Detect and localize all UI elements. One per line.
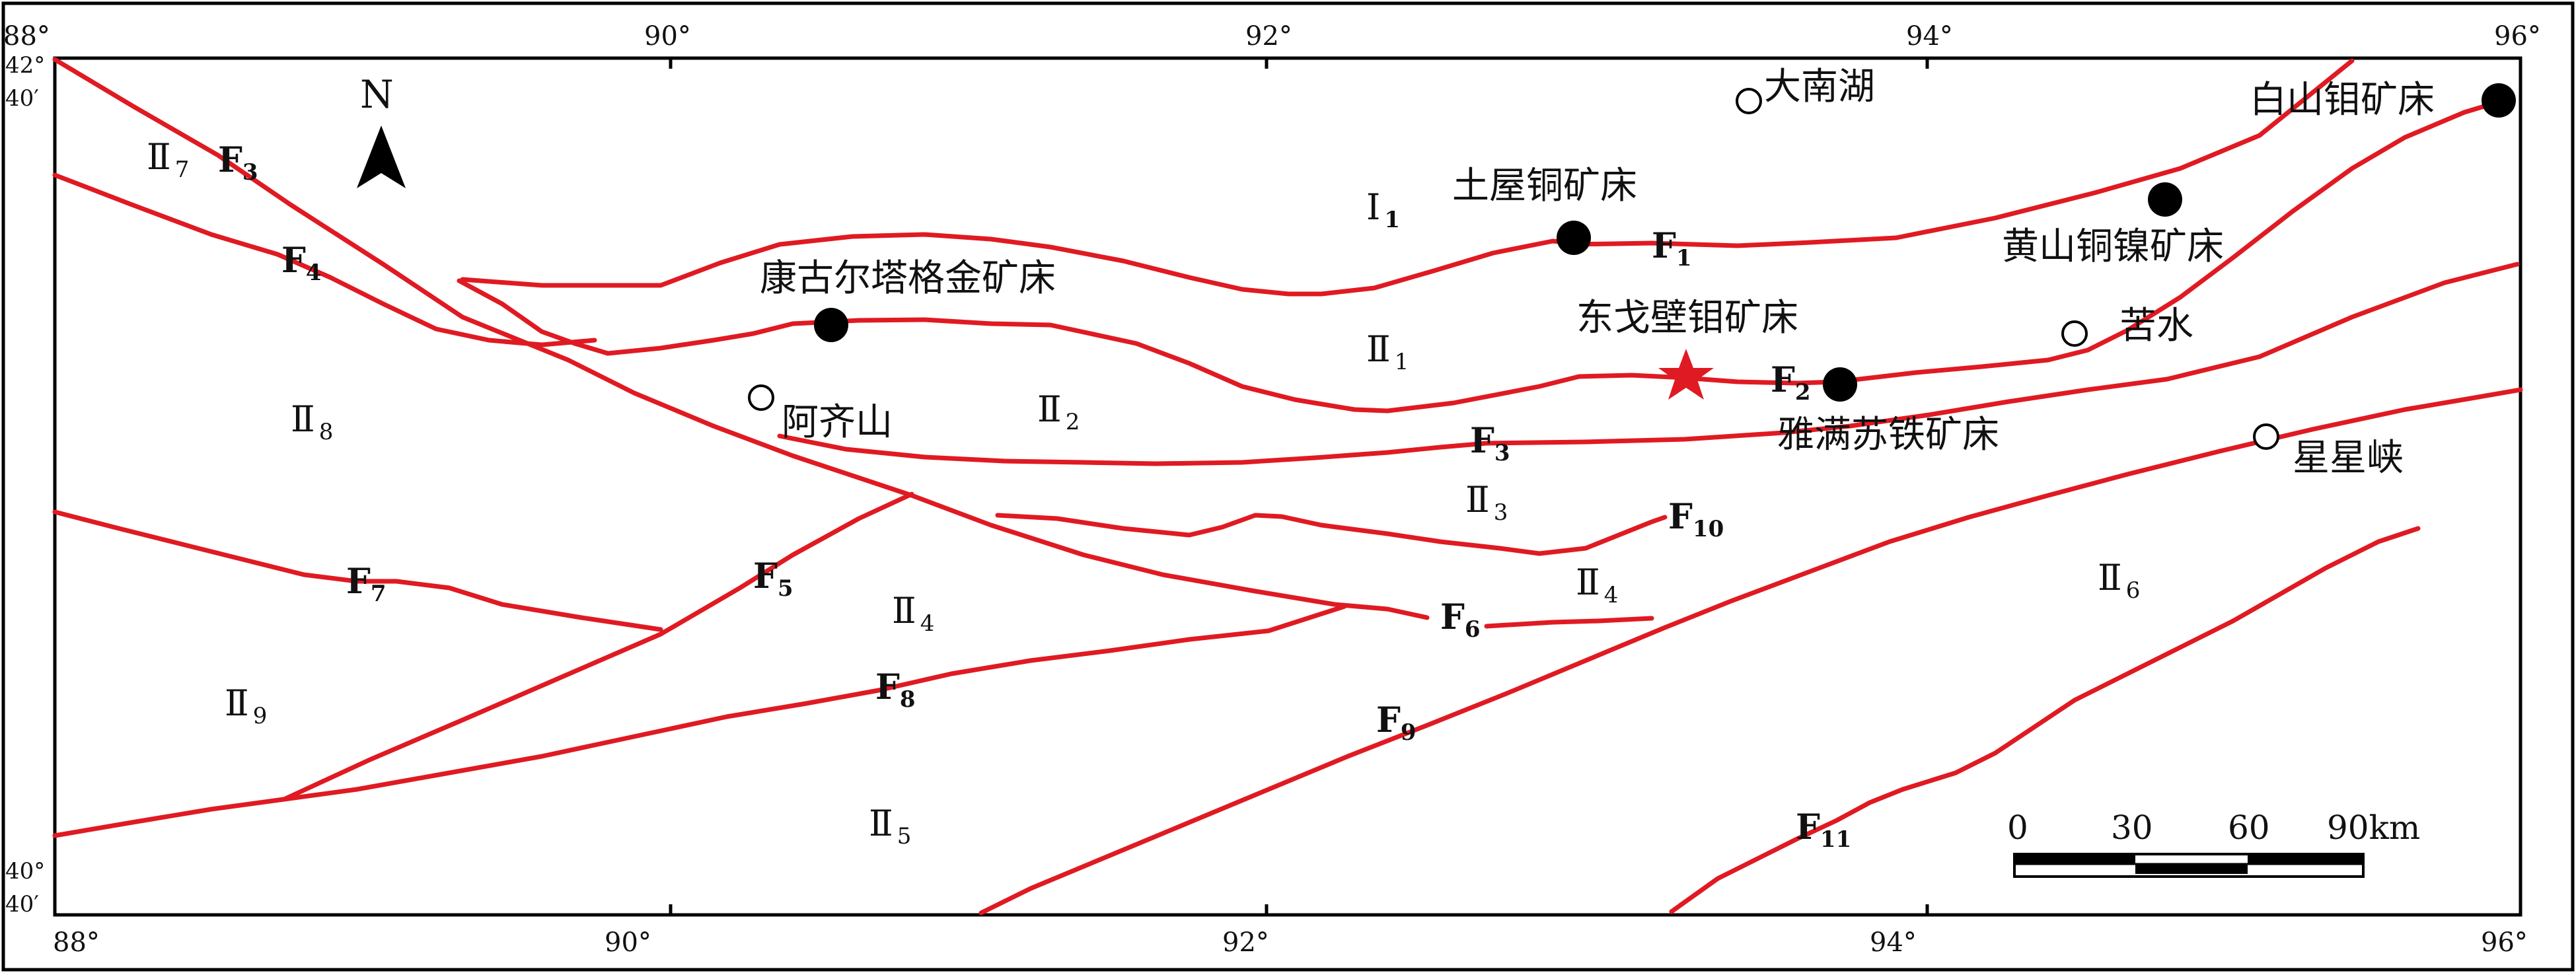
tick-marks [669,58,1929,915]
top-tick-88: 88° [3,21,50,52]
fault-line-f3-south [777,262,2520,466]
deposit-label-donggebi: 东戈壁钼矿床 [1576,297,1798,340]
fault-line-f6 [995,513,1668,556]
deposit-label-baishan: 白山钼矿床 [2250,79,2435,122]
fault-line-f4 [52,172,597,347]
north-arrow-label: N [360,72,394,117]
scale-label-60: 60 [2228,809,2270,847]
fault-label-f11: F11 [1796,807,1851,853]
fault-line-f3-diagonal [52,57,1430,620]
town-dot-xingxingxia [2253,423,2279,450]
town-dot-aqishan [748,384,774,411]
fault-line-f2 [457,98,2507,414]
fault-line-f11 [1669,526,2421,914]
star-icon [1658,349,1714,400]
fault-label-f10: F10 [1668,497,1724,542]
left-tick-40min-top: 40′ [5,85,39,112]
deposit-markers [814,83,2516,402]
left-tick-40: 40° [5,858,45,884]
bottom-tick-90: 90° [605,927,651,958]
fault-line-f9 [978,387,2523,916]
deposit-label-yamansu: 雅满苏铁矿床 [1777,414,1999,456]
scale-bar-seg-1 [2014,854,2135,864]
town-label-danan: 大南湖 [1764,65,1875,108]
town-label-kushui: 苦水 [2119,305,2193,347]
fault-label-f8: F8 [875,667,916,713]
bottom-tick-88: 88° [53,927,100,958]
bottom-tick-94: 94° [1870,927,1917,958]
fault-label-f5: F5 [753,556,793,602]
bottom-tick-92: 92° [1222,927,1269,958]
top-tick-96: 96° [2494,21,2541,52]
town-markers [748,88,2279,450]
fault-line-f6-east [1484,616,1654,629]
scale-label-30: 30 [2111,809,2153,847]
fault-label-f9: F9 [1376,700,1417,746]
top-tick-92: 92° [1245,21,1292,52]
town-label-aqishan: 阿齐山 [782,401,893,444]
fault-line-f1 [1570,58,2355,248]
fault-label-f2: F2 [1771,360,1811,406]
deposit-dot-kanggur [814,308,848,342]
scale-bar-seg-3 [2248,854,2363,864]
left-tick-40min-bottom: 40′ [5,891,39,918]
left-tick-42: 42° [5,52,45,79]
fault-label-f7: F7 [346,561,386,607]
deposit-label-kanggur: 康古尔塔格金矿床 [760,257,1056,300]
north-arrow: N [357,72,406,188]
bottom-tick-96: 96° [2481,927,2528,958]
deposit-dot-huangshan [2148,182,2182,217]
top-tick-94: 94° [1906,21,1953,52]
fault-label-f1: F1 [1652,226,1692,271]
deposit-dot-yamansu [1823,367,1857,402]
fault-label-f4: F4 [281,240,322,286]
north-arrow-icon [357,126,406,188]
fault-label-f3-south: F3 [1470,421,1510,466]
scale-label-90km: 90km [2327,809,2420,847]
scale-label-0: 0 [2007,809,2028,847]
town-dot-kushui [2061,320,2088,347]
deposit-dot-baishan [2482,83,2516,118]
fault-line-f3-north [460,232,1582,297]
scale-bar-seg-2 [2135,864,2248,874]
deposit-dot-tuwu [1557,221,1591,255]
fault-line-f8 [52,604,1347,838]
deposit-label-tuwu: 土屋铜矿床 [1452,164,1637,207]
fault-label-f3-north: F3 [218,140,258,186]
scale-bar: 0 30 60 90km [2007,809,2420,878]
deposit-label-huangshan: 黄山铜镍矿床 [2002,225,2224,268]
fault-line-f7 [52,509,663,632]
fault-line-f5 [281,491,914,802]
map-border [53,56,2522,917]
town-label-xingxingxia: 星星峡 [2293,437,2404,480]
fault-label-f6: F6 [1440,597,1481,643]
fault-lines [52,57,2523,916]
town-dot-danan [1736,88,1762,114]
top-tick-90: 90° [644,21,691,52]
